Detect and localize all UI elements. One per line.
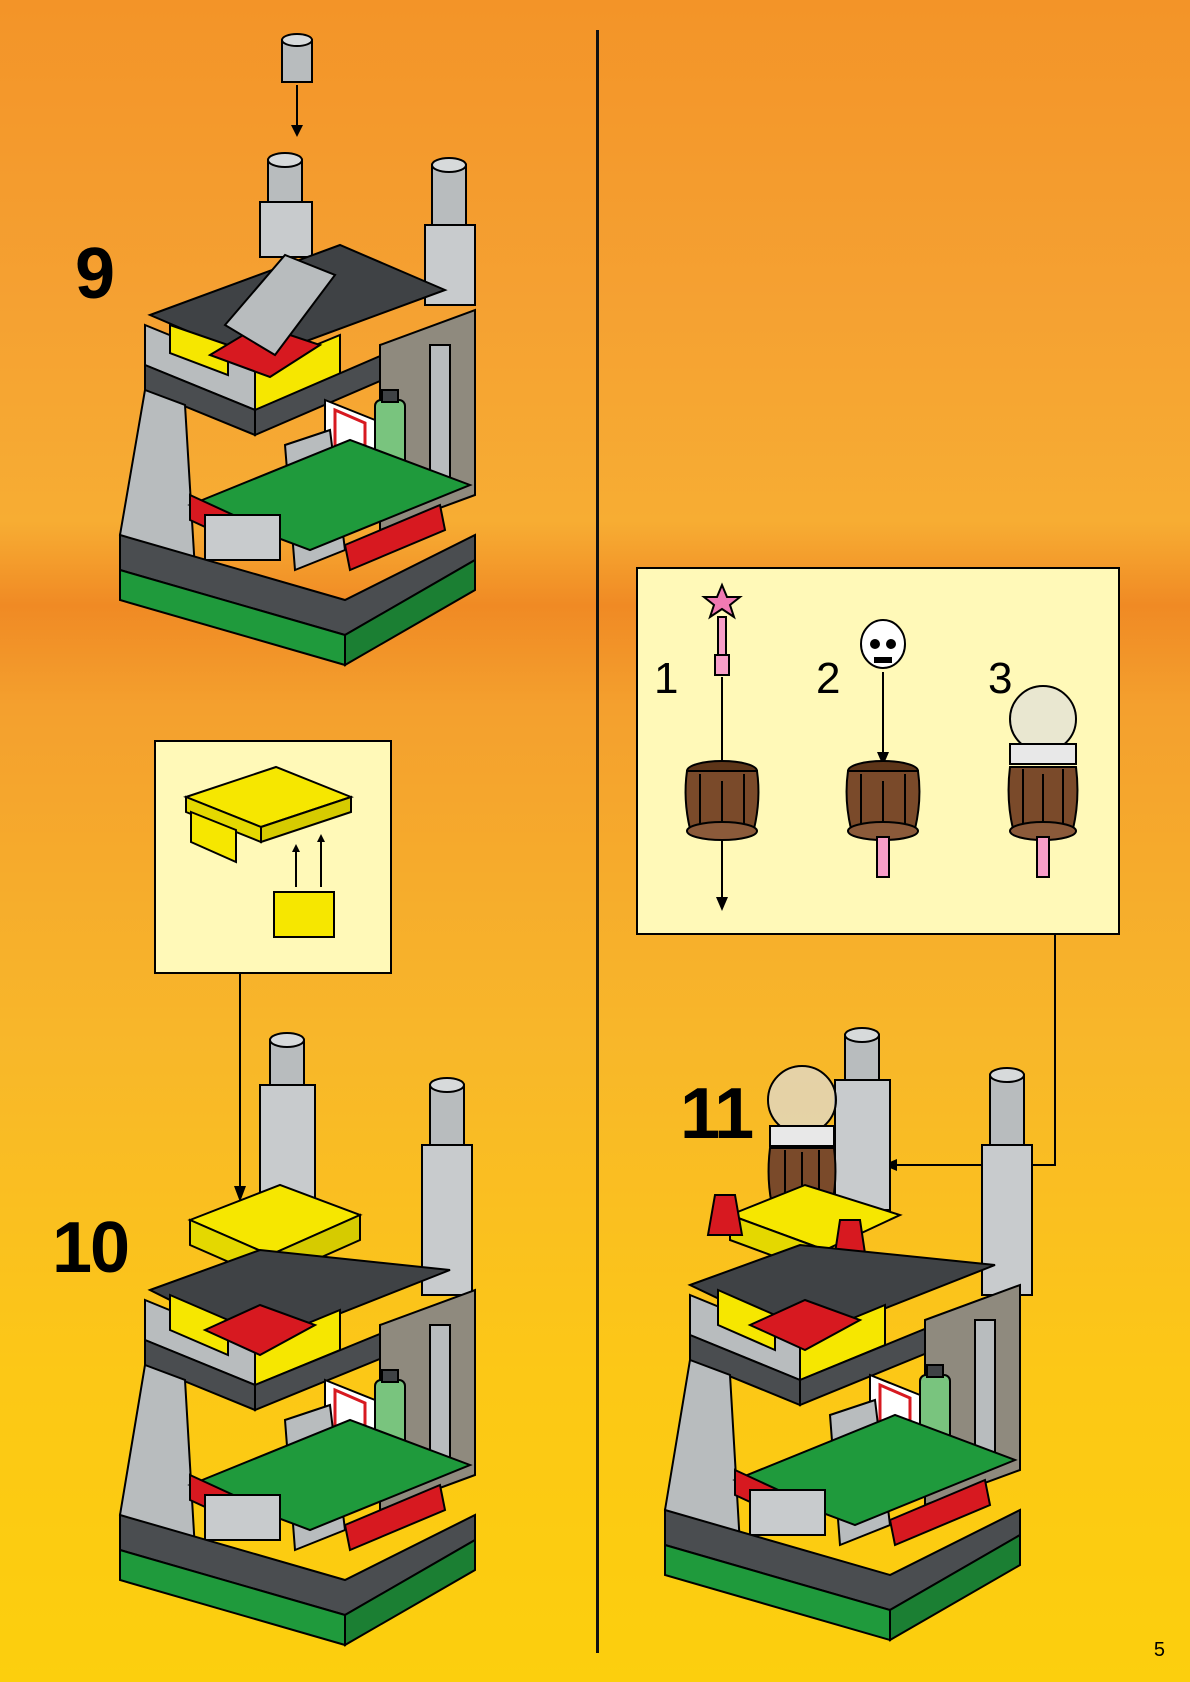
step-9-model	[110, 25, 530, 690]
substep-1-graphic	[638, 569, 1122, 937]
page-number: 5	[1154, 1639, 1165, 1662]
step-11-subassembly-panel: 1 2 3	[636, 567, 1120, 935]
step-10-model	[110, 1025, 530, 1665]
step-11-model	[690, 1020, 1110, 1670]
step-10-subassembly-panel	[154, 740, 392, 974]
yellow-arch-subassembly	[156, 742, 394, 976]
page-divider	[596, 30, 599, 1653]
step-number-9: 9	[75, 238, 113, 310]
